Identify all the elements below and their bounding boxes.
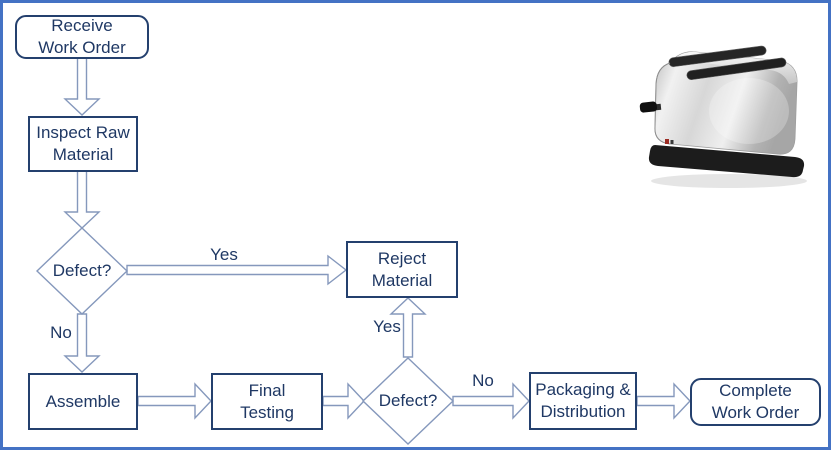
node-label-line: Work Order [38, 38, 126, 57]
node-label-line: Material [371, 270, 433, 290]
edge-label-defect2-yes: Yes [373, 317, 401, 336]
node-label-line: Inspect Raw [36, 123, 130, 142]
connector-defect1-to-reject [126, 254, 348, 286]
toaster-base [648, 145, 805, 178]
toaster-indicator-dark [670, 140, 674, 144]
connector-defect1-to-assemble [63, 313, 101, 373]
node-label-line: Assemble [45, 391, 121, 411]
node-label-line: Final [248, 380, 286, 400]
connector-defect2-to-reject [389, 297, 427, 358]
connector-layer [35, 57, 691, 445]
decision-diamond-defect2 [361, 357, 455, 445]
toaster-lever-knob [639, 101, 662, 113]
node-packaging-distribution: Packaging & Distribution [529, 372, 637, 430]
node-label-line: Material [52, 145, 114, 164]
decision-diamond-defect1 [35, 227, 129, 315]
node-complete-work-order: Complete Work Order [690, 378, 821, 426]
node-label-line: Receive [51, 16, 113, 35]
node-inspect-raw-material: Inspect Raw Material [28, 116, 138, 172]
node-label-line: Packaging & [535, 380, 631, 399]
node-receive-work-order: Receive Work Order [15, 15, 149, 59]
node-defect-check-2-label: Defect? [378, 391, 438, 410]
toaster-indicator-red [665, 139, 669, 144]
connector-assemble-to-final [137, 382, 212, 420]
node-final-testing: Final Testing [211, 373, 323, 430]
connector-inspect-to-defect1 [63, 170, 101, 229]
node-label-line: Distribution [540, 402, 626, 421]
toaster-shadow [651, 174, 807, 188]
node-assemble: Assemble [28, 373, 138, 430]
edge-label-defect2-no: No [472, 371, 494, 390]
toaster-slot-rear [686, 57, 787, 80]
node-label-line: Work Order [711, 403, 800, 422]
node-label-line: Complete [719, 381, 792, 400]
connector-defect2-to-packaging [452, 382, 530, 420]
edge-label-defect1-yes: Yes [210, 245, 238, 264]
toaster-sheen [709, 78, 789, 144]
node-reject-material: Reject Material [346, 241, 458, 298]
node-label-line: Reject [377, 248, 427, 268]
toaster-slot-front [668, 45, 767, 67]
node-defect-check-1-label: Defect? [52, 261, 112, 280]
toaster-photo [639, 45, 807, 188]
connector-final-to-defect2 [322, 382, 365, 420]
node-label-line: Testing [240, 402, 294, 422]
connector-packaging-to-complete [636, 382, 691, 420]
edge-label-defect1-no: No [50, 323, 72, 342]
connector-receive-to-inspect [63, 57, 101, 116]
